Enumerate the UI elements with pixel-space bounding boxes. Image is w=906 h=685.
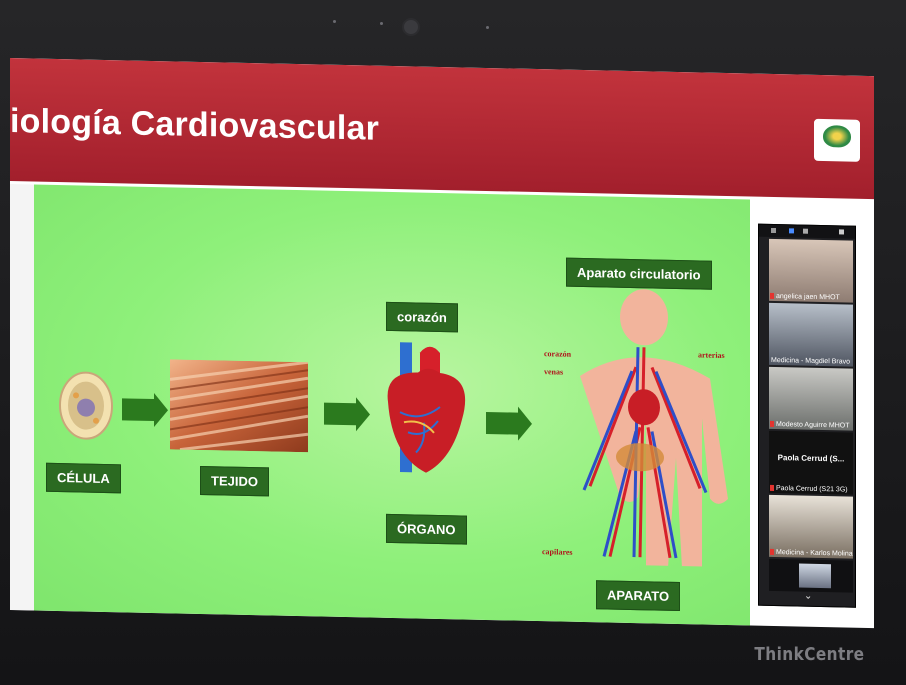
slide-content: CÉLULA TEJIDO corazón ÓRGANO Apa [34, 185, 750, 626]
participant-name: angelica jaen MHOT [776, 293, 840, 301]
participant-tile[interactable]: angelica jaen MHOT [769, 239, 853, 303]
participant-name: Paola Cerrud (S21 3G) [776, 485, 848, 493]
participant-video [799, 564, 831, 589]
gallery-view-icon[interactable] [789, 228, 794, 233]
minimize-icon[interactable] [771, 228, 776, 233]
sensor-dot [333, 20, 336, 23]
mic-muted-icon [770, 293, 774, 299]
video-gallery-panel: angelica jaen MHOT Medicina - Magdiel Br… [758, 224, 856, 608]
participant-display-name: Paola Cerrud (S... [769, 453, 853, 464]
participant-name: Medicina - Karlos Molina [776, 549, 853, 558]
cell-icon [56, 365, 116, 446]
label-corazon: corazón [386, 302, 458, 333]
annotation-venas: venas [544, 367, 563, 376]
webcam-icon [402, 18, 420, 36]
label-aparato: APARATO [596, 580, 680, 611]
annotation-corazon: corazón [544, 349, 571, 359]
label-tejido: TEJIDO [200, 466, 269, 496]
device-brand: ThinkCentre [754, 644, 864, 665]
mic-muted-icon [770, 421, 774, 427]
slide-title-bar: iología Cardiovascular [10, 58, 874, 199]
left-panel [10, 184, 34, 611]
participant-tile-partial[interactable] [769, 559, 853, 593]
screen: iología Cardiovascular CÉLULA TEJIDO [10, 58, 874, 628]
label-celula: CÉLULA [46, 463, 121, 494]
heart-icon [380, 342, 470, 474]
speaker-view-icon[interactable] [803, 229, 808, 234]
participant-name: Modesto Aguirre MHOT [776, 421, 850, 430]
annotation-capilares: capilares [542, 547, 573, 557]
expand-icon[interactable] [839, 229, 844, 234]
gallery-toolbar [759, 225, 855, 239]
tissue-image [170, 359, 308, 452]
arrow-icon [324, 403, 356, 426]
mic-muted-icon [770, 485, 774, 491]
participant-tile[interactable]: Medicina - Karlos Molina [769, 495, 853, 559]
participant-name: Medicina - Magdiel Bravo [771, 357, 850, 366]
chevron-down-icon[interactable]: ⌄ [804, 591, 812, 602]
participant-tile[interactable]: Modesto Aguirre MHOT [769, 367, 853, 431]
participant-tile[interactable]: Medicina - Magdiel Bravo [769, 303, 853, 367]
participant-tile[interactable]: Paola Cerrud (S... Paola Cerrud (S21 3G) [769, 431, 853, 495]
arrow-icon [122, 398, 154, 421]
university-logo-icon [814, 119, 860, 162]
arrow-icon [486, 412, 518, 435]
label-organo: ÓRGANO [386, 514, 467, 545]
circulatory-system-image [540, 285, 740, 567]
mic-muted-icon [770, 549, 774, 555]
sensor-dot [380, 22, 383, 25]
label-aparato-circulatorio: Aparato circulatorio [566, 258, 712, 290]
annotation-arterias: arterias [698, 350, 725, 360]
slide-title: iología Cardiovascular [10, 102, 379, 149]
sensor-dot [486, 26, 489, 29]
